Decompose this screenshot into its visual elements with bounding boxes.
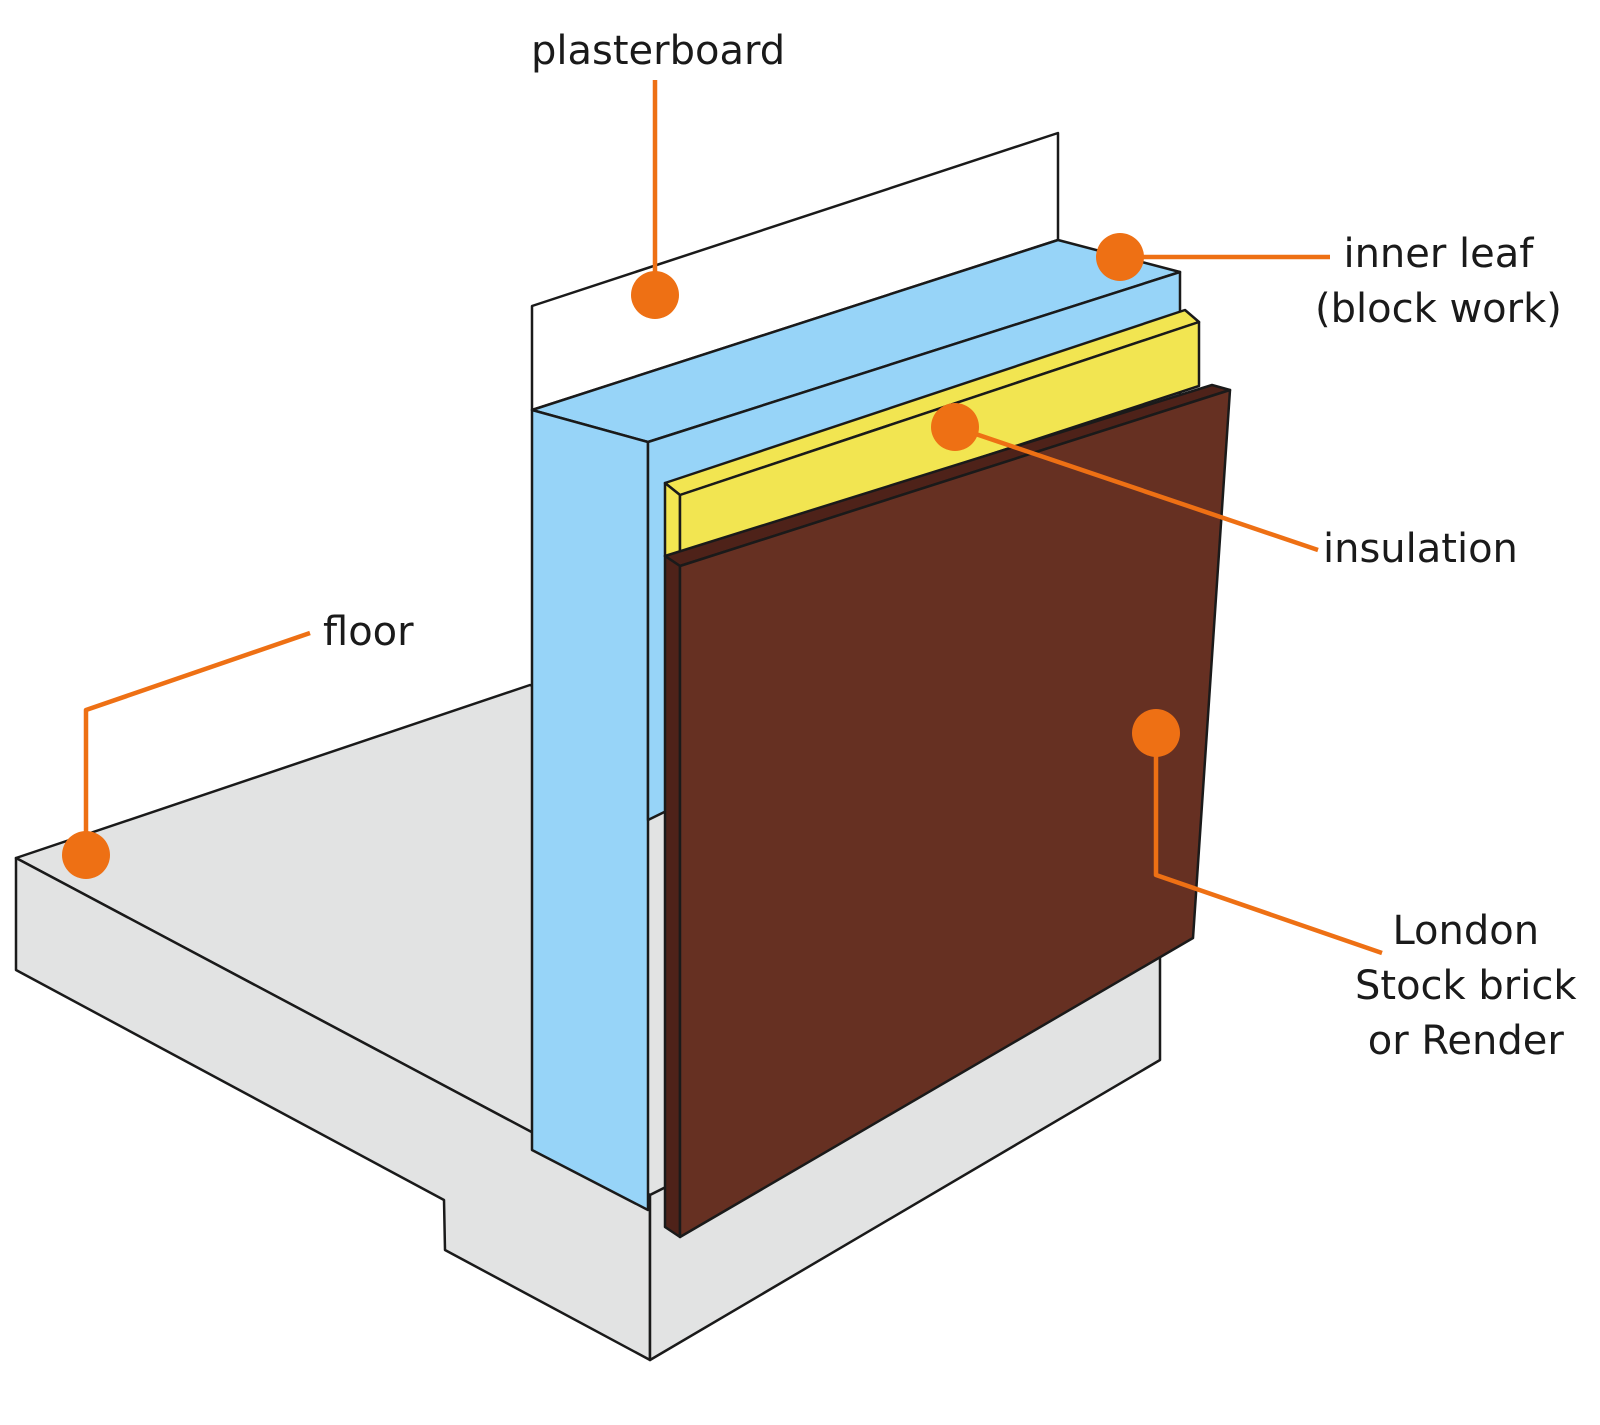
label-inner-leaf: inner leaf (block work) (1315, 227, 1562, 337)
marker-floor (62, 831, 110, 879)
brick-outer-leaf (663, 383, 1232, 1239)
label-plasterboard: plasterboard (531, 28, 786, 74)
marker-plasterboard (631, 271, 679, 319)
brick-side-edge (663, 554, 682, 1239)
label-floor: floor (323, 609, 414, 655)
leader-insulation (954, 424, 1319, 553)
brick-front-face (678, 388, 1232, 1239)
leader-lines (83, 80, 1383, 956)
insulation-side (663, 481, 682, 558)
leader-brick (1153, 733, 1383, 956)
label-brick-line1: London (1392, 908, 1540, 954)
marker-insulation (931, 403, 979, 451)
inner-leaf-side (530, 408, 650, 1212)
label-inner-leaf-line2: (block work) (1315, 286, 1562, 333)
marker-inner-leaf (1096, 233, 1144, 281)
leader-floor (83, 630, 311, 855)
label-insulation: insulation (1323, 526, 1518, 572)
label-brick: London Stock brick or Render (1355, 904, 1577, 1070)
marker-brick (1132, 709, 1180, 757)
label-brick-line3: or Render (1367, 1018, 1564, 1065)
marker-dots (62, 233, 1180, 879)
label-brick-line2: Stock brick (1355, 963, 1577, 1010)
label-inner-leaf-line1: inner leaf (1343, 231, 1534, 277)
